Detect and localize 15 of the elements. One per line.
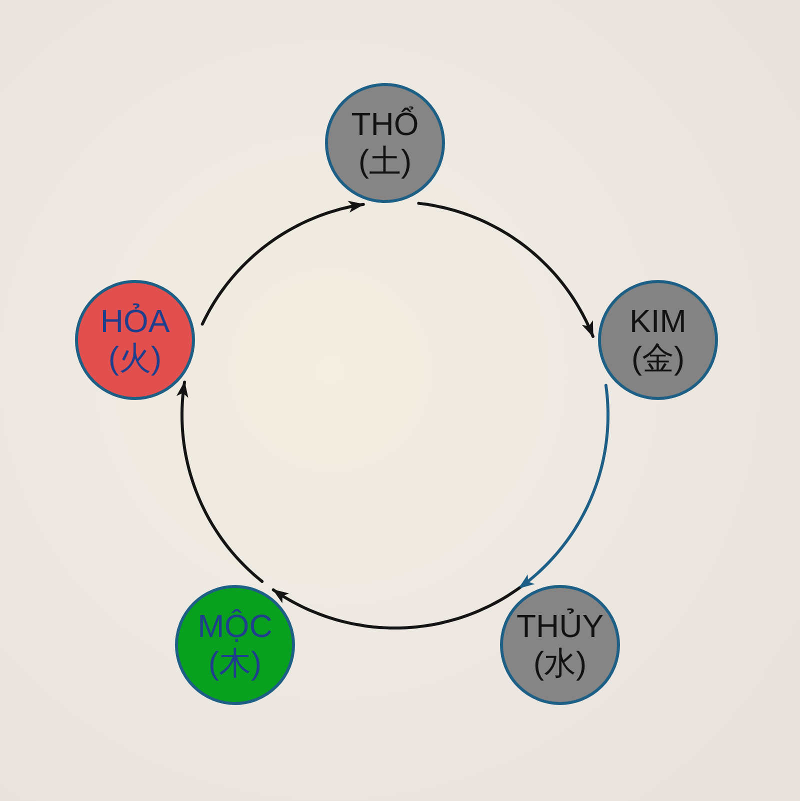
character-label: (水) bbox=[533, 645, 587, 682]
character-label: (火) bbox=[108, 340, 162, 378]
character-label: (金) bbox=[631, 340, 685, 378]
element-name-label: THỦY bbox=[516, 608, 604, 645]
character-label: (木) bbox=[208, 645, 262, 682]
element-name-label: KIM bbox=[630, 302, 686, 340]
arrow bbox=[417, 202, 594, 338]
arrow bbox=[518, 384, 610, 590]
character-label: (土) bbox=[358, 143, 412, 180]
arrow bbox=[176, 380, 264, 583]
arrow bbox=[272, 586, 521, 630]
arrow bbox=[200, 200, 365, 326]
element-name-label: HỎA bbox=[100, 302, 170, 340]
element-name-label: THỔ bbox=[351, 106, 419, 143]
element-name-label: MỘC bbox=[198, 608, 272, 645]
